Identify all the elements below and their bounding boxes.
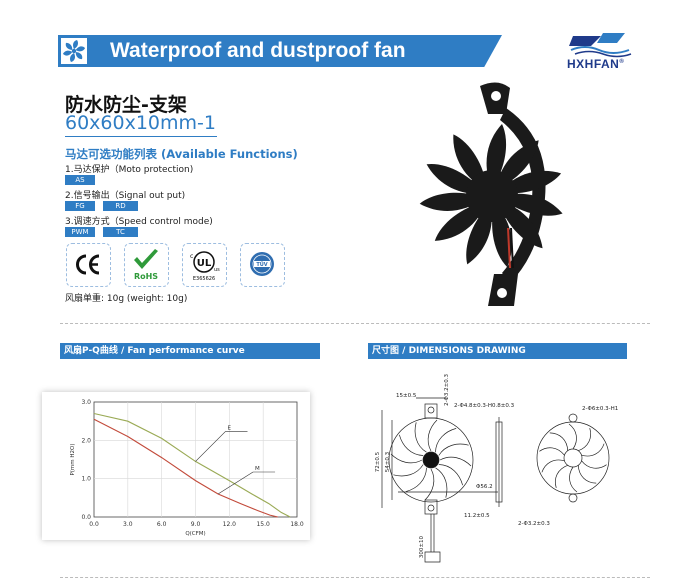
title-underline <box>65 136 217 137</box>
dimensions-heading: 尺寸图 / DIMENSIONS DRAWING <box>372 346 526 356</box>
x-tick-label: 0.0 <box>89 521 99 528</box>
y-tick-label: 1.0 <box>81 476 91 483</box>
product-size: 60x60x10mm-1 <box>65 112 216 134</box>
dim-label-rear-mount: 2-Φ3.2±0.3 <box>518 521 550 527</box>
tuv-label: TÜV <box>256 261 267 268</box>
brand-logo: HXHFAN® <box>567 30 633 74</box>
y-tick-label: 0.0 <box>81 514 91 521</box>
fan-icon <box>61 38 87 64</box>
x-tick-label: 6.0 <box>157 521 167 528</box>
dimensions-section-bar: 尺寸图 / DIMENSIONS DRAWING <box>368 343 627 359</box>
brand-name: HXHFAN® <box>567 57 625 71</box>
tag-pwm: PWM <box>65 227 95 237</box>
tag-rd: RD <box>103 201 138 211</box>
pq-curve-heading: 风扇P-Q曲线 / Fan performance curve <box>64 346 245 356</box>
ce-mark-icon <box>66 243 111 287</box>
dim-label-diameter: Φ56.2 <box>476 484 493 490</box>
dim-label-width: 15±0.5 <box>396 393 417 399</box>
dim-label-thickness: 11.2±0.5 <box>464 513 490 519</box>
series-label: M <box>255 466 260 472</box>
pq-chart: 0.0 3.0 6.0 9.0 12.0 15.0 18.0 0.0 1.0 2.0 3.0Q(CF… <box>70 399 304 537</box>
x-tick-label: 12.0 <box>223 521 237 528</box>
function-signal-output: 2.信号输出（Signal out put) <box>65 191 186 201</box>
function-motor-protection: 1.马达保护（Moto protection) <box>65 165 194 175</box>
dim-label-hole-depth: 2-Φ4.8±0.3-H0.8±0.3 <box>454 403 515 409</box>
dim-label-height: 72±0.5 <box>375 451 381 472</box>
x-tick-label: 15.0 <box>256 521 270 528</box>
dim-label-top-hole: 2-Φ3.2±0.3 <box>444 374 450 406</box>
x-tick-label: 3.0 <box>123 521 133 528</box>
dim-label-cable: 300±10 <box>419 535 425 558</box>
dimensions-drawing: 15±0.5 2-Φ3.2±0.3 2-Φ4.8±0.3-H0.8±0.3 72… <box>375 374 618 563</box>
rohs-check-icon: RoHS <box>124 243 169 287</box>
series-label: E <box>228 425 232 431</box>
y-tick-label: 3.0 <box>81 399 91 406</box>
dim-label-rear-hole: 2-Φ6±0.3-H1 <box>582 406 618 412</box>
x-axis-label: Q(CFM) <box>185 531 205 537</box>
functions-heading: 马达可选功能列表 (Available Functions) <box>65 147 298 161</box>
tag-as: AS <box>65 175 95 185</box>
svg-text:us: us <box>214 267 220 273</box>
pq-curve-section-bar: 风扇P-Q曲线 / Fan performance curve <box>60 343 320 359</box>
series-line-e <box>93 412 291 518</box>
ul-mark-icon: UL c us E365626 <box>182 243 227 287</box>
y-axis-label: P(mm H2O) <box>70 443 76 475</box>
svg-text:c: c <box>190 253 193 260</box>
page-title: Waterproof and dustproof fan <box>110 39 406 62</box>
fan-hub-front <box>422 451 440 469</box>
title-banner: Waterproof and dustproof fan <box>58 35 502 67</box>
ul-file-number: E365626 <box>193 276 215 282</box>
x-tick-label: 9.0 <box>191 521 201 528</box>
top-mount-tab <box>424 403 438 419</box>
x-tick-label: 18.0 <box>290 521 304 528</box>
dim-label-hole-spacing: 54±0.3 <box>385 451 391 472</box>
tag-fg: FG <box>65 201 95 211</box>
fan-outline-rear <box>536 421 610 495</box>
rohs-label: RoHS <box>134 272 158 281</box>
series-leader <box>217 471 254 495</box>
section-divider-top <box>60 323 650 324</box>
tuv-mark-icon: TÜV <box>240 243 285 287</box>
svg-text:UL: UL <box>197 258 212 269</box>
function-speed-control: 3.调速方式（Speed control mode) <box>65 217 213 227</box>
series-line-m <box>93 418 278 518</box>
section-divider-bottom <box>60 577 650 578</box>
series-leader <box>195 431 226 462</box>
fan-product-image <box>419 82 563 306</box>
y-tick-label: 2.0 <box>81 437 91 444</box>
product-name: 防水防尘-支架 <box>65 94 187 116</box>
fan-weight: 风扇单重: 10g (weight: 10g) <box>65 294 188 304</box>
tag-tc: TC <box>103 227 138 237</box>
